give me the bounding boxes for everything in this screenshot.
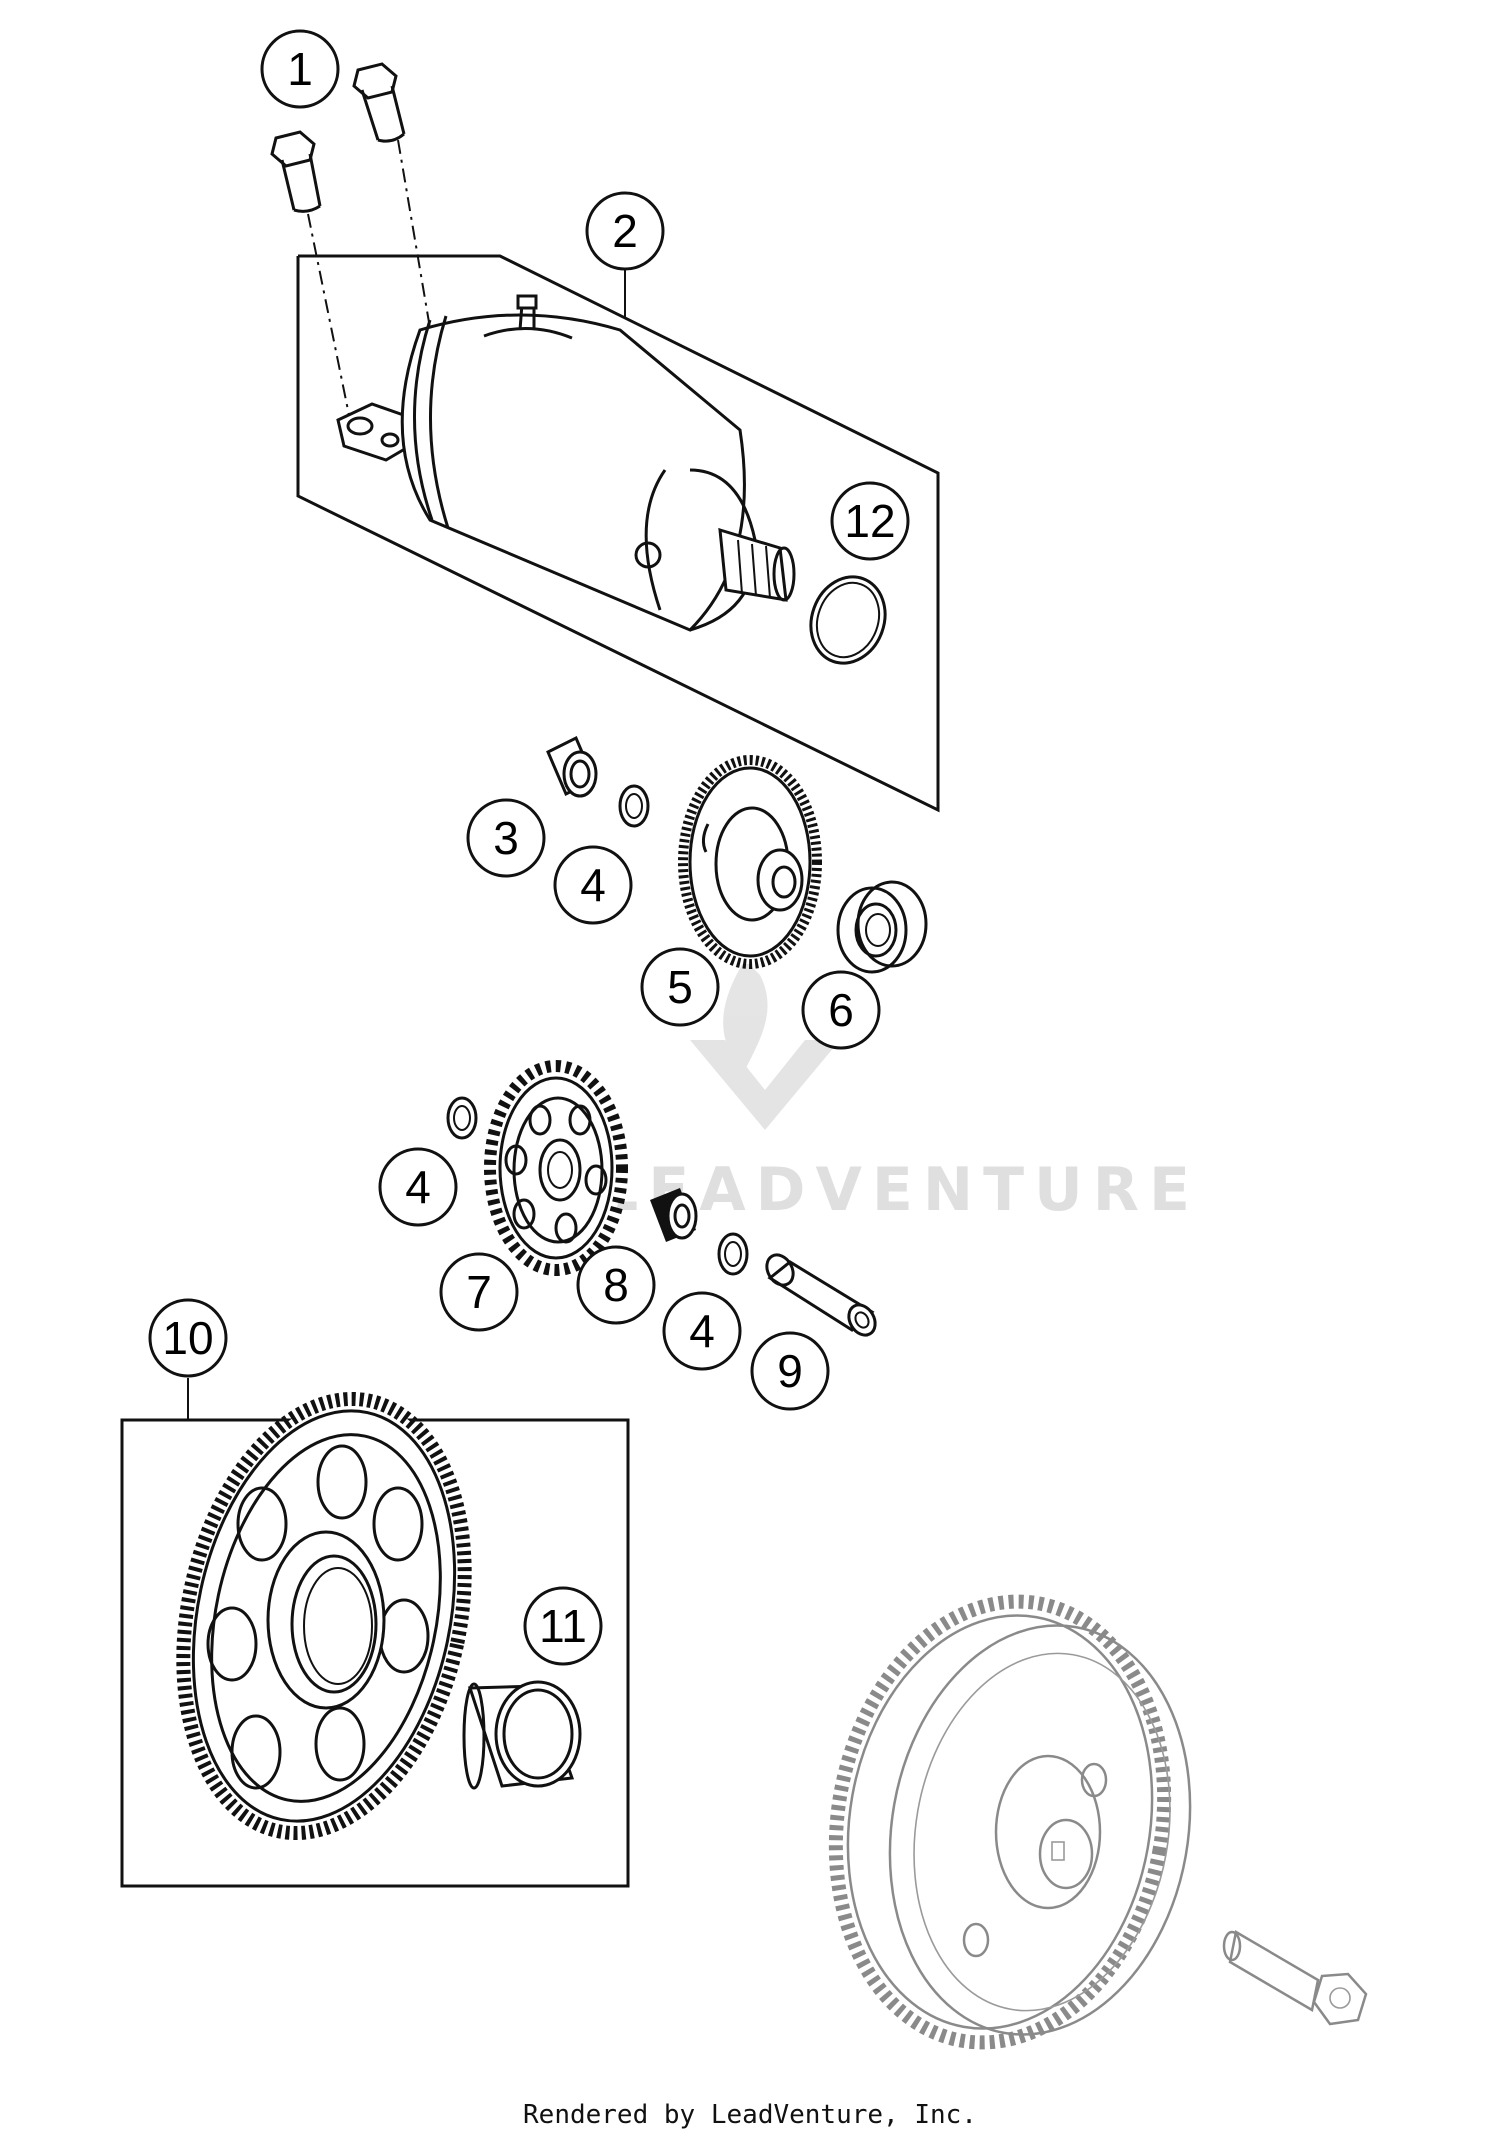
part-9-shaft [765,1253,877,1337]
watermark-logo: LEADVENTURE [600,960,1200,1225]
svg-text:10: 10 [162,1312,213,1364]
callout-9: 9 [750,1331,830,1411]
callout-2: 2 [585,191,665,271]
watermark-text: LEADVENTURE [600,1155,1200,1225]
part-8-needle-bearing [650,1188,698,1242]
svg-text:2: 2 [612,205,638,257]
svg-text:5: 5 [667,961,693,1013]
part-4-washer-b [446,1096,478,1140]
part-11-sleeve [462,1680,582,1790]
part-4-washer-c [717,1232,749,1276]
part-3-bushing [546,735,598,798]
part-6-bearing [836,880,928,974]
callout-7: 7 [439,1252,519,1332]
callout-3: 3 [466,798,546,878]
svg-text:8: 8 [603,1259,629,1311]
svg-text:9: 9 [777,1345,803,1397]
callout-8: 8 [576,1245,656,1325]
callout-10: 10 [148,1298,228,1378]
part-5-intermediate-gear [678,755,822,969]
callout-11: 11 [523,1586,603,1666]
svg-text:7: 7 [466,1266,492,1318]
callout-6: 6 [801,970,881,1050]
part-2-starter-motor [336,294,796,632]
part-12-o-ring [809,575,887,665]
svg-text:12: 12 [844,495,895,547]
callout-4b: 4 [378,1147,458,1227]
svg-text:3: 3 [493,812,519,864]
svg-text:4: 4 [405,1161,431,1213]
part-7-idler-gear [484,1060,628,1276]
svg-text:6: 6 [828,984,854,1036]
part-1-bolts [270,62,433,421]
callout-4c: 4 [662,1291,742,1371]
callout-4a: 4 [553,845,633,925]
callout-1: 1 [260,29,340,109]
svg-text:4: 4 [580,859,606,911]
svg-text:4: 4 [689,1305,715,1357]
svg-text:11: 11 [539,1600,587,1652]
render-credit: Rendered by LeadVenture, Inc. [523,2100,977,2130]
callout-12: 12 [830,481,910,561]
part-4-washer-a [618,784,650,828]
part-2-group-outline [296,254,940,813]
part-10-starter-gear [176,1391,472,1841]
flywheel-reference [828,1594,1368,2050]
svg-text:1: 1 [287,43,313,95]
callout-5: 5 [640,947,720,1027]
